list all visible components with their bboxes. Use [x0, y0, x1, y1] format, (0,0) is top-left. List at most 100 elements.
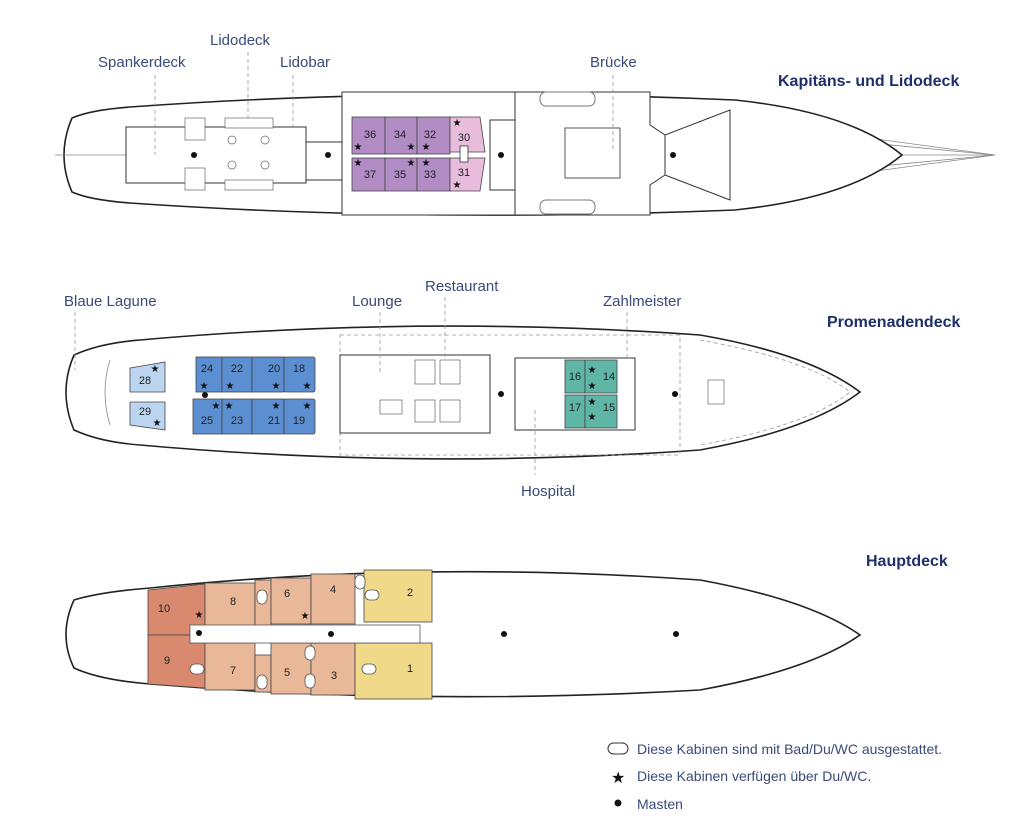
star-icon: ★: [588, 381, 597, 392]
cabin-number: 6: [284, 588, 290, 600]
cabin-23[interactable]: 23★: [221, 398, 253, 435]
deck-promenadendeck: 28★ 29★ 24★ 22★ 20★ 18★ 25★ 23★ 21★ 19★ …: [64, 278, 960, 500]
cabin-number: 21: [268, 415, 280, 427]
label-bruecke: Brücke: [590, 54, 637, 71]
label-lidodeck: Lidodeck: [210, 32, 271, 49]
label-hospital: Hospital: [521, 483, 575, 500]
cabin-6[interactable]: 6★: [270, 577, 312, 625]
cabin-number: 35: [394, 169, 406, 181]
cabin-8[interactable]: 8: [204, 582, 256, 628]
cabin-number: 3: [331, 670, 337, 682]
mast-icon: [202, 392, 208, 398]
star-icon: ★: [303, 401, 312, 412]
cabin-number: 34: [394, 129, 406, 141]
star-icon: ★: [354, 142, 363, 153]
star-icon: ★: [301, 611, 310, 622]
star-icon: ★: [588, 397, 597, 408]
cabin-30[interactable]: 30 ★: [449, 116, 486, 153]
cabin-36[interactable]: 36★: [351, 116, 386, 155]
cabin-number: 24: [201, 363, 213, 375]
star-icon: ★: [407, 158, 416, 169]
cabin-number: 29: [139, 406, 151, 418]
cabin-number: 2: [407, 587, 413, 599]
cabin-number: 4: [330, 584, 336, 596]
cabin-3[interactable]: 3: [310, 642, 356, 696]
star-icon: ★: [453, 180, 462, 191]
cabin-number: 7: [230, 665, 236, 677]
deck-title: Kapitäns- und Lidodeck: [778, 73, 959, 90]
corridor: [189, 624, 421, 644]
cabin-number: 31: [458, 167, 470, 179]
bathtub-icon: [189, 574, 380, 690]
cabin-28[interactable]: 28★: [129, 361, 166, 393]
cabin-34[interactable]: 34★: [384, 116, 418, 155]
mast-icon: [673, 631, 679, 637]
deck-hauptdeck: 10★ 9 8 7 6★ 5 4 3 2 1 Hauptdeck: [65, 553, 948, 700]
mast-icon: [325, 152, 331, 158]
cabin-number: 5: [284, 667, 290, 679]
cabin-number: 28: [139, 375, 151, 387]
star-icon: ★: [611, 770, 625, 787]
bathtub-icon: [607, 742, 629, 755]
cabin-number: 9: [164, 655, 170, 667]
legend-bath: Diese Kabinen sind mit Bad/Du/WC ausgest…: [637, 741, 942, 757]
star-icon: ★: [453, 118, 462, 129]
label-restaurant: Restaurant: [425, 278, 499, 295]
cabin-number: 20: [268, 363, 280, 375]
cabin-22[interactable]: 22 ★: [221, 356, 253, 393]
cabin-number: 33: [424, 169, 436, 181]
mast-icon: [670, 152, 676, 158]
deck-kapitaens-lidodeck: 36★ 34★ 32★ 30★ 37★ 35★ 33★ 31★ Spankerd…: [55, 32, 996, 216]
label-lounge: Lounge: [352, 293, 402, 310]
cabin-32[interactable]: 32★: [416, 116, 451, 155]
star-icon: ★: [151, 364, 160, 375]
legend: Diese Kabinen sind mit Bad/Du/WC ausgest…: [607, 741, 942, 812]
cabin-21[interactable]: 21 ★: [251, 398, 285, 435]
cabin-31[interactable]: 31★: [449, 157, 486, 192]
cabin-4[interactable]: 4: [310, 573, 356, 625]
cabin-number: 15: [603, 402, 615, 414]
cabin-number: 1: [407, 663, 413, 675]
mast-icon: [501, 631, 507, 637]
star-icon: ★: [153, 418, 162, 429]
cabin-number: 10: [158, 603, 170, 615]
star-icon: ★: [226, 381, 235, 392]
cabin-number: 14: [603, 371, 615, 383]
cabin-16[interactable]: 16: [564, 359, 586, 394]
cabin-25[interactable]: 25★: [192, 398, 223, 435]
cabin-17[interactable]: 17: [564, 394, 586, 429]
star-icon: ★: [303, 381, 312, 392]
cabin-15[interactable]: 15 ★ ★: [584, 394, 618, 429]
cabin-19[interactable]: 19★: [283, 398, 316, 435]
mast-icon: [498, 152, 504, 158]
cabin-24[interactable]: 24 ★: [195, 356, 223, 393]
cabin-14[interactable]: 14★★: [584, 359, 618, 394]
star-icon: ★: [588, 412, 597, 423]
star-icon: ★: [225, 401, 234, 412]
cabin-18[interactable]: 18 ★: [283, 356, 316, 393]
cabin-number: 22: [231, 363, 243, 375]
star-icon: ★: [354, 158, 363, 169]
mast-icon: [191, 152, 197, 158]
cabin-7[interactable]: 7: [204, 642, 256, 691]
cabin-5[interactable]: 5: [270, 642, 312, 695]
star-icon: ★: [422, 158, 431, 169]
cabin-37[interactable]: 37★: [351, 157, 386, 192]
star-icon: ★: [422, 142, 431, 153]
cabin-33[interactable]: 33★: [416, 157, 451, 192]
star-icon: ★: [272, 381, 281, 392]
legend-shower: Diese Kabinen verfügen über Du/WC.: [637, 768, 871, 784]
star-icon: ★: [272, 401, 281, 412]
label-blaue-lagune: Blaue Lagune: [64, 293, 157, 310]
cabin-number: 30: [458, 132, 470, 144]
label-zahlmeister: Zahlmeister: [603, 293, 681, 310]
cabin-29[interactable]: 29★: [129, 401, 166, 431]
cabin-number: 18: [293, 363, 305, 375]
cabin-number: 17: [569, 402, 581, 414]
cabin-20[interactable]: 20 ★: [251, 356, 285, 393]
star-icon: ★: [195, 610, 204, 621]
cabin-number: 37: [364, 169, 376, 181]
cabin-35[interactable]: 35★: [384, 157, 418, 192]
star-icon: ★: [200, 381, 209, 392]
